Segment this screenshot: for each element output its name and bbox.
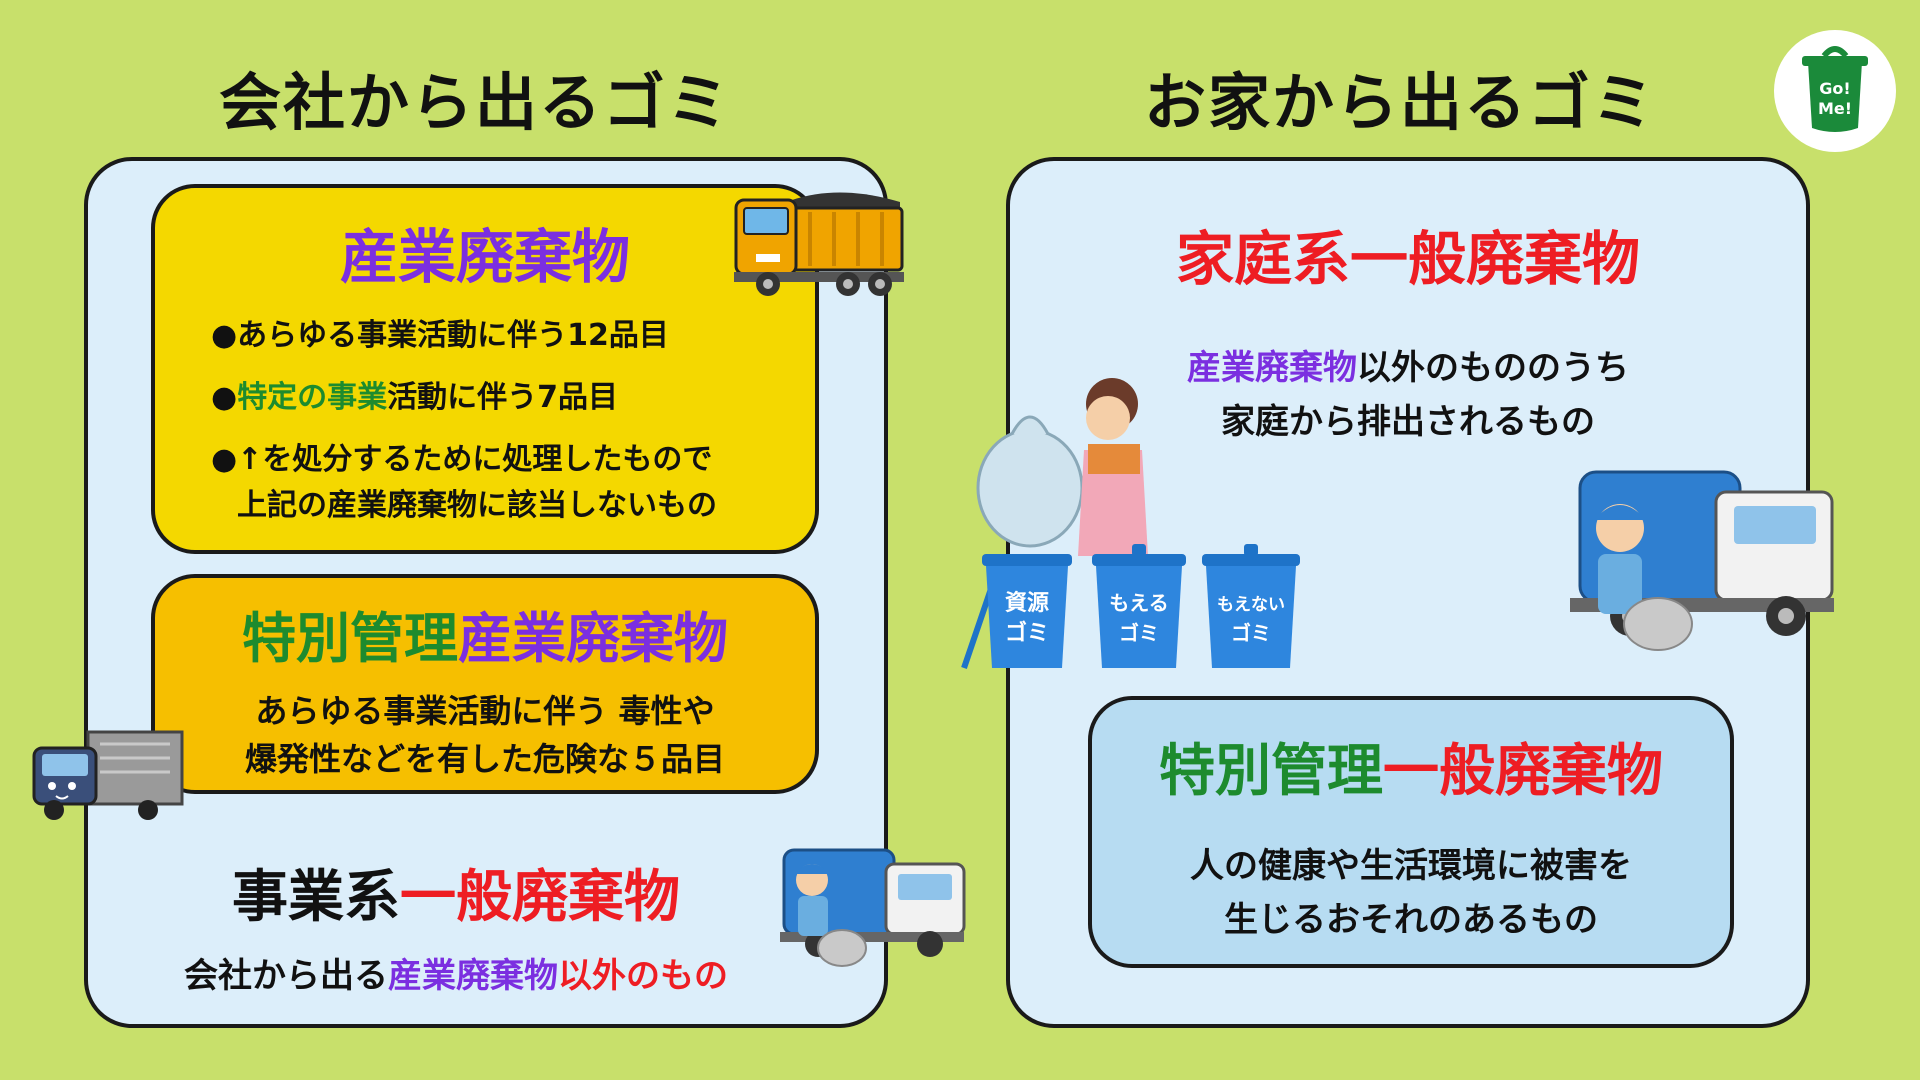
business-general-waste-desc: 会社から出る産業廃棄物以外のもの (184, 956, 728, 996)
logo-text-go: Go! (1819, 79, 1850, 98)
special-industrial-desc-line-2: 爆発性などを有した危険な５品目 (244, 740, 725, 778)
household-desc-line-2: 家庭から排出されるもの (1221, 402, 1595, 442)
heading-home: お家から出るゴミ (1143, 66, 1656, 139)
special-industrial-waste-title: 特別管理産業廃棄物 (242, 607, 728, 670)
industrial-bullet-3-line-2: 上記の産業廃棄物に該当しないもの (237, 488, 717, 523)
small-truck-icon (30, 728, 186, 824)
business-general-waste-title: 事業系一般廃棄物 (232, 865, 680, 930)
special-industrial-waste-box: 特別管理産業廃棄物 あらゆる事業活動に伴う 毒性や 爆発性などを有した危険な５品… (151, 574, 819, 794)
svg-text:もえない: もえない (1217, 595, 1285, 615)
industrial-bullet-3-line-1: ●↑を処分するために処理したもので (211, 442, 713, 477)
special-general-desc-line-1: 人の健康や生活環境に被害を (1190, 846, 1632, 886)
industrial-waste-box: 産業廃棄物 ●あらゆる事業活動に伴う12品目 ●特定の事業活動に伴う7品目 ●↑… (151, 184, 819, 554)
dump-truck-icon (730, 188, 908, 300)
household-general-waste-title: 家庭系一般廃棄物 (1175, 225, 1640, 293)
household-desc-line-1: 産業廃棄物以外のもののうち (1187, 348, 1629, 388)
svg-text:資源: 資源 (1005, 590, 1049, 616)
special-general-desc-line-2: 生じるおそれのあるもの (1224, 900, 1598, 940)
special-industrial-desc-line-1: あらゆる事業活動に伴う 毒性や (255, 692, 715, 730)
go-me-logo: Go! Me! (1772, 28, 1898, 154)
svg-text:ゴミ: ゴミ (1119, 621, 1159, 645)
bin-non-burnable: もえない ゴミ (1198, 540, 1304, 670)
svg-text:ゴミ: ゴミ (1231, 621, 1271, 645)
garbage-truck-worker-right-icon (1540, 456, 1840, 656)
industrial-bullet-2: ●特定の事業活動に伴う7品目 (211, 380, 619, 415)
woman-with-garbage-bag-icon (972, 370, 1162, 560)
industrial-waste-title: 産業廃棄物 (339, 223, 630, 291)
garbage-truck-worker-left-icon (770, 836, 970, 970)
logo-text-me: Me! (1818, 99, 1852, 118)
industrial-bullet-1: ●あらゆる事業活動に伴う12品目 (211, 318, 669, 353)
svg-text:ゴミ: ゴミ (1005, 620, 1049, 646)
svg-text:もえる: もえる (1109, 591, 1168, 615)
special-general-waste-box: 特別管理一般廃棄物 人の健康や生活環境に被害を 生じるおそれのあるもの (1088, 696, 1734, 968)
specific-business-text: 特定の事業 (237, 380, 388, 415)
bin-burnable: もえる ゴミ (1088, 540, 1190, 670)
bin-recycle: 資源 ゴミ (960, 540, 1076, 670)
special-general-waste-title: 特別管理一般廃棄物 (1159, 739, 1663, 804)
heading-company: 会社から出るゴミ (218, 66, 731, 139)
